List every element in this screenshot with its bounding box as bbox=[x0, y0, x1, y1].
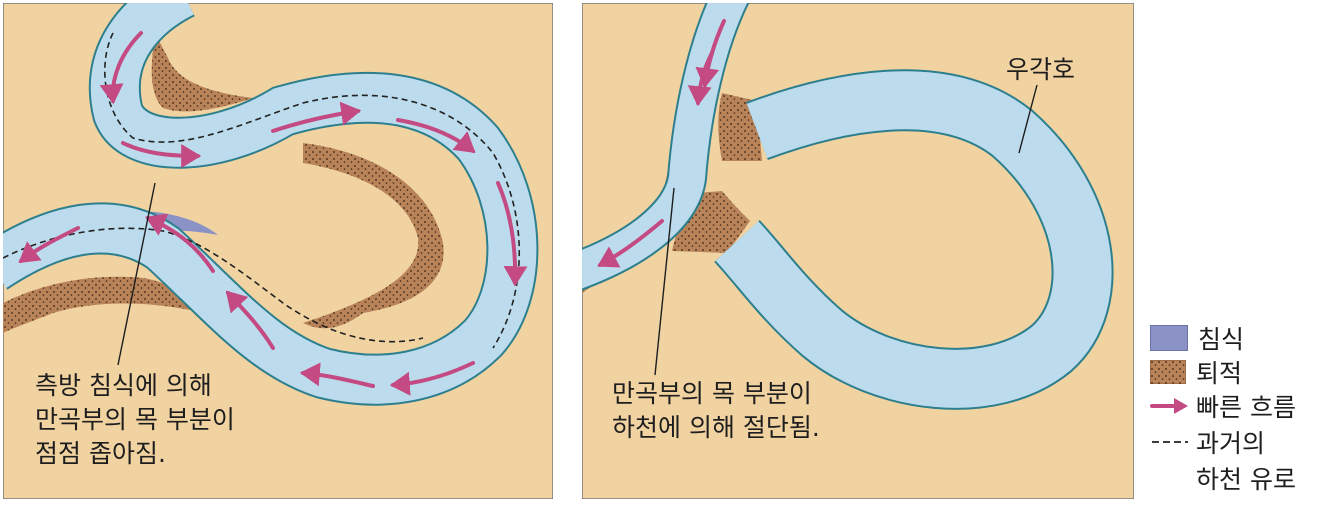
fast-flow-arrow-icon bbox=[1150, 398, 1188, 414]
oxbow-lake bbox=[715, 71, 1112, 408]
old-channel-line-inner bbox=[3, 227, 424, 343]
fast-flow-arrow bbox=[99, 31, 143, 105]
legend-label: 과거의 bbox=[1196, 429, 1266, 458]
fast-flow-arrow bbox=[389, 361, 475, 396]
meander-neck-narrowing-diagram bbox=[3, 3, 553, 499]
fast-flow-arrow bbox=[396, 118, 476, 153]
erosion-swatch bbox=[1150, 325, 1188, 351]
legend-label: 퇴적 bbox=[1196, 359, 1243, 388]
panel-lateral-erosion: 측방 침식에 의해 만곡부의 목 부분이 점점 좁아짐. bbox=[3, 3, 553, 499]
legend-label: 침식 bbox=[1198, 325, 1245, 354]
old-channel-line-outer bbox=[104, 32, 520, 349]
deposition-bar-upper-left bbox=[151, 33, 253, 112]
caption-leader-line bbox=[654, 187, 675, 376]
caption-line: 점점 좁아짐. bbox=[35, 439, 166, 468]
fast-flow-arrow bbox=[271, 101, 362, 133]
fast-flow-arrow bbox=[496, 181, 528, 287]
oxbow-leader-line bbox=[1018, 84, 1038, 154]
caption-leader-line bbox=[117, 182, 156, 366]
fast-flow-arrow bbox=[299, 362, 375, 388]
caption-line: 만곡부의 목 부분이 bbox=[35, 405, 235, 434]
panel1-caption: 측방 침식에 의해 만곡부의 목 부분이 점점 좁아짐. bbox=[35, 369, 235, 471]
legend-label: 하천 유로 bbox=[1196, 465, 1296, 494]
panel2-caption: 만곡부의 목 부분이 하천에 의해 절단됨. bbox=[612, 377, 820, 445]
panel-meander-cutoff: 우각호 만곡부의 목 부분이 하천에 의해 절단됨. bbox=[582, 3, 1134, 499]
deposition-bar-inner-bend bbox=[303, 143, 444, 329]
legend-label: 빠른 흐름 bbox=[1196, 393, 1296, 422]
oxbow-lake-label: 우각호 bbox=[1006, 55, 1076, 84]
legend: 침식 퇴적 빠른 흐름 과거의 하천 유로 bbox=[1150, 322, 1320, 502]
legend-item-old-channel: 과거의 bbox=[1150, 426, 1265, 458]
fast-flow-arrow bbox=[597, 219, 664, 268]
caption-line: 하천에 의해 절단됨. bbox=[612, 413, 820, 442]
deposition-swatch bbox=[1150, 360, 1186, 384]
fast-flow-arrow bbox=[145, 213, 215, 273]
fast-flow-arrow bbox=[18, 226, 80, 263]
fast-flow-arrow bbox=[225, 290, 275, 350]
fast-flow-arrow bbox=[121, 141, 202, 168]
legend-item-erosion: 침식 bbox=[1150, 322, 1244, 354]
deposition-bar-lower-left bbox=[3, 276, 203, 333]
caption-line: 만곡부의 목 부분이 bbox=[612, 379, 812, 408]
dashed-line-icon bbox=[1152, 441, 1188, 443]
oxbow-lake-formation-diagram bbox=[582, 3, 1134, 499]
legend-item-deposition: 퇴적 bbox=[1150, 356, 1242, 388]
legend-item-fast-flow: 빠른 흐름 bbox=[1150, 390, 1296, 422]
legend-item-old-channel-line2: 하천 유로 bbox=[1196, 462, 1296, 494]
fast-flow-arrow bbox=[687, 51, 714, 107]
caption-line: 측방 침식에 의해 bbox=[35, 371, 212, 400]
